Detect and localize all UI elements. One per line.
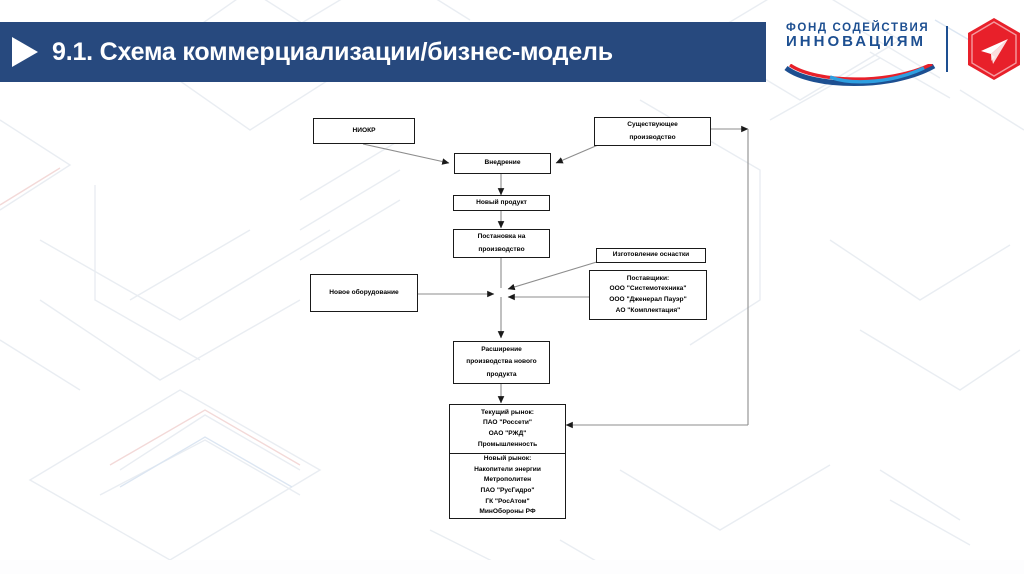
logo-divider — [946, 26, 948, 72]
node-text: ООО "Системотехника" — [609, 285, 687, 293]
node-new-market: Новый рынок: Накопители энергии Метропол… — [449, 453, 566, 519]
node-text: Текущий рынок: — [480, 408, 534, 416]
node-text: Новый продукт — [476, 198, 527, 206]
node-text: Промышленность — [477, 440, 538, 448]
logo-line-2: ИННОВАЦИЯМ — [786, 33, 927, 51]
node-niokr: НИОКР — [313, 118, 415, 144]
edge-tooling-to-junction — [507, 260, 601, 291]
node-text: продукта — [486, 370, 517, 378]
node-text: Накопители энергии — [474, 465, 541, 473]
node-text: ПАО "Россети" — [483, 419, 532, 427]
node-new-equipment: Новое оборудование — [310, 274, 418, 312]
node-text: ОАО "РЖД" — [488, 430, 527, 437]
play-triangle-icon — [12, 37, 38, 67]
node-text: Расширение — [481, 346, 522, 354]
node-text: Метрополитен — [483, 476, 532, 484]
node-existing-production: Существующее производство — [594, 117, 711, 146]
node-text: Существующее — [627, 121, 678, 129]
edge-existing-to-implementation — [555, 144, 599, 164]
node-text: производство — [478, 245, 525, 253]
node-suppliers: Поставщики: ООО "Системотехника" ООО "Дж… — [589, 270, 707, 320]
node-text: ГК "РосАтом" — [485, 497, 530, 505]
fund-logo: ФОНД СОДЕЙСТВИЯ ИННОВАЦИЯМ — [784, 14, 1024, 90]
node-text: Поставщики: — [626, 274, 670, 282]
node-text: ПАО "РусГидро" — [480, 487, 535, 494]
node-text: АО "Комплектация" — [615, 306, 681, 314]
node-implementation: Внедрение — [454, 153, 551, 174]
node-production-setup: Постановка на производство — [453, 229, 550, 258]
node-text: ООО "Дженерал Пауэр" — [609, 296, 687, 303]
node-new-product: Новый продукт — [453, 195, 550, 211]
node-text: НИОКР — [352, 126, 376, 134]
logo-wordmark: ФОНД СОДЕЙСТВИЯ ИННОВАЦИЯМ — [784, 22, 936, 86]
node-text: Постановка на — [477, 233, 526, 241]
slide-title-bar: 9.1. Схема коммерциализации/бизнес-модел… — [0, 22, 766, 82]
node-text: МинОбороны РФ — [479, 508, 536, 516]
node-text: производства нового — [466, 358, 537, 366]
page-title: 9.1. Схема коммерциализации/бизнес-модел… — [52, 37, 613, 66]
russian-tricolor-swoosh-icon — [784, 64, 936, 86]
node-text: производство — [629, 133, 676, 141]
node-text: Новый рынок: — [483, 455, 532, 463]
node-text: Внедрение — [484, 159, 521, 167]
node-expansion: Расширение производства нового продукта — [453, 341, 550, 384]
node-tooling: Изготовление оснастки — [596, 248, 706, 263]
edge-niokr-to-implementation — [362, 143, 450, 165]
node-text: Изготовление оснастки — [612, 251, 690, 259]
node-current-market: Текущий рынок: ПАО "Россети" ОАО "РЖД" П… — [449, 404, 566, 454]
node-text: Новое оборудование — [329, 288, 399, 296]
red-hexagon-paper-plane-icon — [968, 18, 1020, 80]
